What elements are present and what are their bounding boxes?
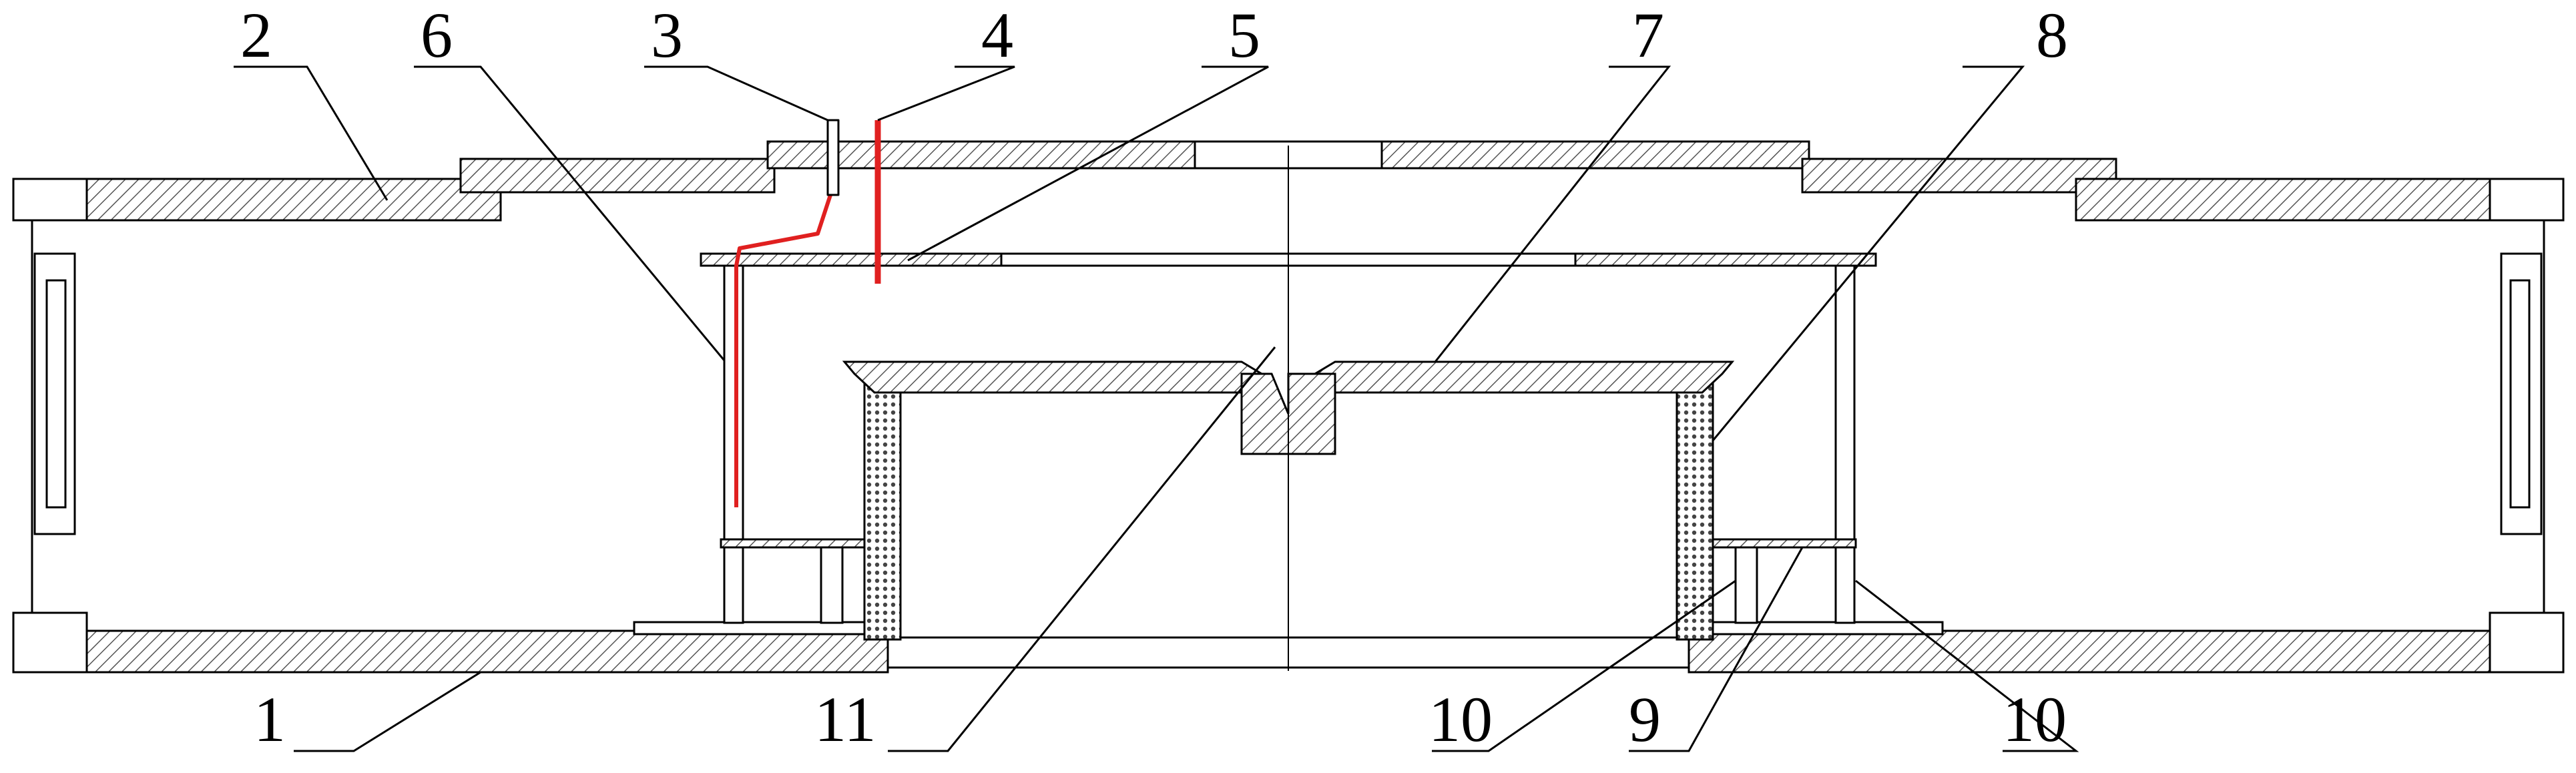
top-plate-center-right [1380, 140, 1810, 170]
leader-1 [294, 671, 481, 752]
top-cover-plate [12, 140, 2565, 222]
base-plate-left [12, 629, 889, 674]
label-2: 2 [240, 0, 272, 71]
right-shelf-plate [1708, 538, 1857, 549]
left-short-post [820, 546, 844, 624]
base-plate-raised-left [633, 621, 889, 635]
leader-2 [234, 65, 389, 201]
left-pillar [723, 264, 744, 624]
leader-10b [1855, 579, 2079, 752]
label-9: 9 [1629, 684, 1661, 755]
label-10-left: 10 [1429, 684, 1493, 755]
label-6: 6 [421, 0, 453, 71]
leader-9 [1629, 547, 1804, 752]
bottom-right-bolt-block [2489, 611, 2565, 674]
right-mesh-column [1676, 378, 1714, 641]
leader-11 [888, 346, 1276, 752]
label-8: 8 [2036, 0, 2068, 71]
part-labels: 2 6 3 4 5 7 8 1 11 10 9 10 [240, 0, 2068, 755]
leader-5 [907, 65, 1269, 262]
top-plate-right-step [1801, 158, 2117, 194]
bottom-left-bolt-block [12, 611, 88, 674]
label-7: 7 [1632, 0, 1664, 71]
label-1: 1 [254, 684, 286, 755]
base-plate-raised-right [1688, 621, 1944, 635]
right-short-post [1734, 546, 1758, 624]
leader-10a [1432, 579, 1736, 752]
left-mesh-column [863, 378, 902, 641]
label-11: 11 [814, 684, 876, 755]
top-plate-right-outer [2075, 178, 2565, 222]
label-4: 4 [981, 0, 1013, 71]
base-plate-right [1688, 629, 2565, 674]
left-viewport-glass [45, 279, 67, 509]
label-5: 5 [1228, 0, 1260, 71]
leader-6 [414, 65, 726, 361]
probe-3-sheath [826, 119, 840, 196]
label-3: 3 [651, 0, 683, 71]
leader-4 [877, 65, 1015, 121]
right-viewport-glass [2509, 279, 2531, 509]
label-10-right: 10 [2003, 684, 2067, 755]
tray-right-half [1303, 360, 1735, 394]
support-plate-left [700, 252, 1003, 267]
tray-left-half [842, 360, 1274, 394]
support-plate-right [1574, 252, 1877, 267]
leader-lines [234, 65, 2079, 752]
leader-7 [1434, 65, 1671, 362]
leader-8 [1712, 65, 2025, 441]
thermocouple-wires [734, 119, 881, 507]
mesh-columns [863, 378, 1714, 641]
right-pillar [1834, 264, 1856, 624]
top-right-bolt-block [2489, 178, 2565, 222]
left-shelf-plate [720, 538, 869, 549]
leader-3 [644, 65, 828, 121]
top-plate-left-step [459, 158, 776, 194]
side-walls [31, 220, 2545, 613]
support-pillars [720, 264, 1857, 624]
top-left-bolt-block [12, 178, 88, 222]
